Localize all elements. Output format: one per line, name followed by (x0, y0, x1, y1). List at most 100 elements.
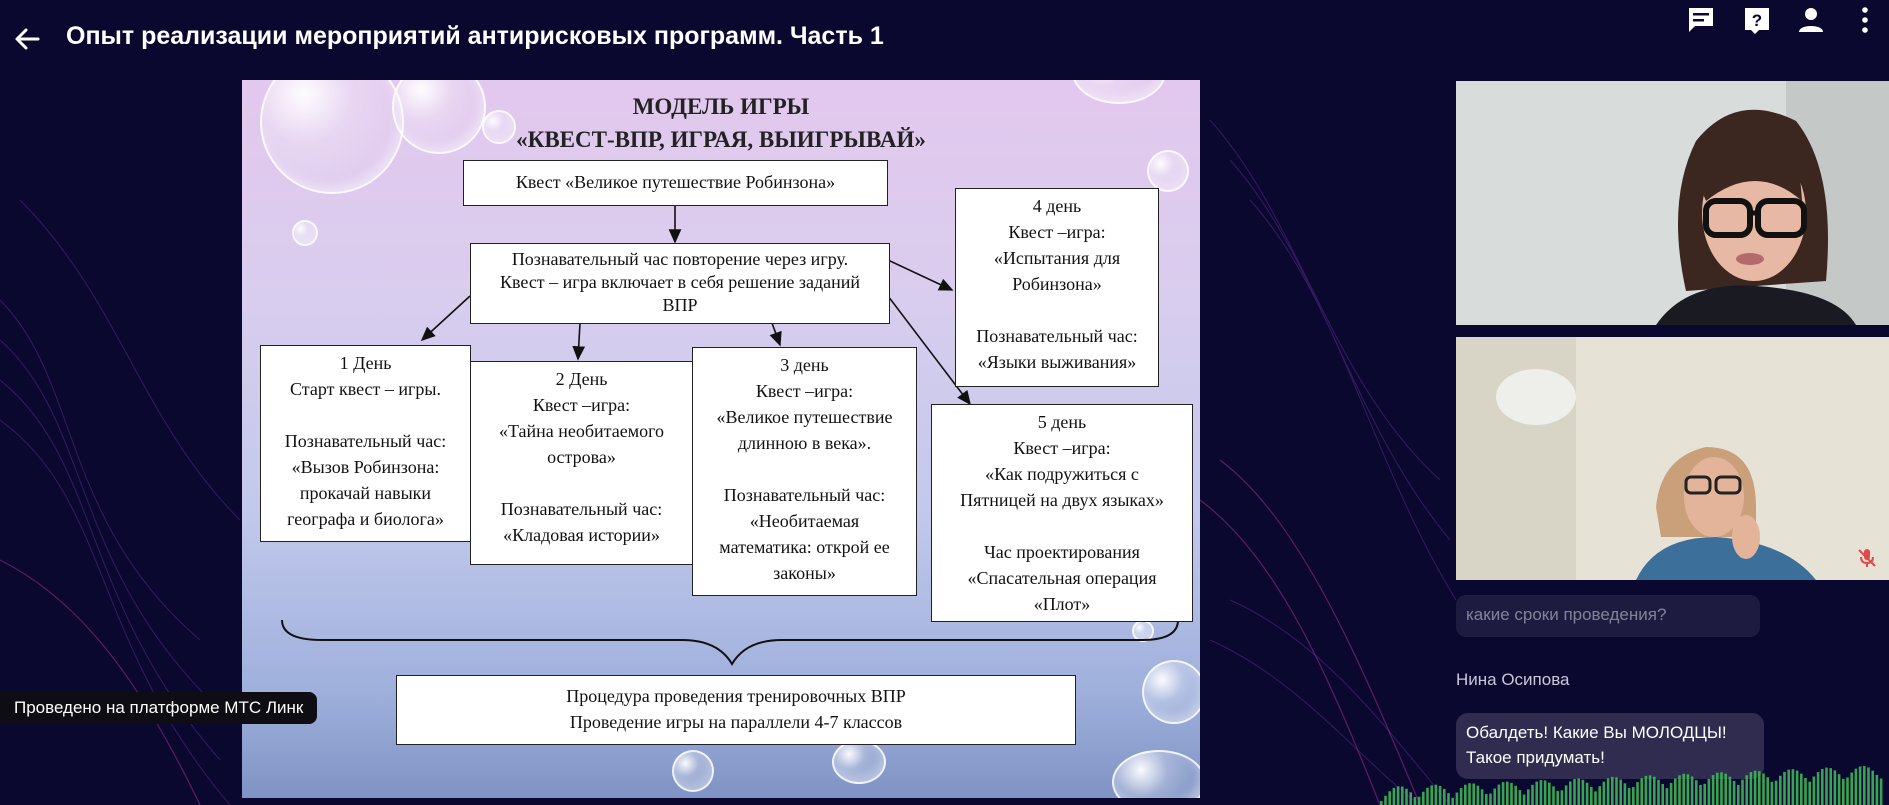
decorative-bubble (482, 110, 516, 144)
decorative-bubble (260, 80, 404, 194)
visualizer-bar (1556, 790, 1559, 805)
visualizer-bar (1501, 782, 1505, 805)
visualizer-bar (1422, 791, 1425, 805)
page-title: Опыт реализации мероприятий антирисковых… (66, 22, 884, 50)
visualizer-bar (1401, 786, 1404, 805)
slide-title-line1: МОДЕЛЬ ИГРЫ (632, 94, 810, 119)
visualizer-bar (1821, 768, 1824, 805)
visualizer-bar (1800, 773, 1803, 805)
visualizer-bar (1783, 771, 1786, 805)
visualizer-bar (1724, 773, 1727, 805)
visualizer-bar (1459, 788, 1463, 805)
visualizer-bar (1678, 775, 1681, 805)
visualizer-bar (1581, 779, 1585, 805)
visualizer-bar (1854, 768, 1858, 805)
visualizer-bar (1732, 780, 1736, 805)
quest-title-box: Квест «Великое путешествие Робинзона» (463, 160, 888, 206)
chat-message-line1: Обалдеть! Какие Вы МОЛОДЦЫ! (1466, 723, 1727, 742)
visualizer-bar (1485, 793, 1488, 805)
visualizer-bar (1632, 787, 1635, 805)
procedure-box: Процедура проведения тренировочных ВПР П… (396, 675, 1076, 745)
slide-title-line2: «КВЕСТ-ВПР, ИГРАЯ, ВЫИГРЫВАЙ» (516, 127, 926, 152)
visualizer-bar (1795, 770, 1799, 805)
visualizer-bar (1627, 787, 1631, 805)
visualizer-bar (1640, 778, 1643, 805)
visualizer-bar (1598, 786, 1601, 805)
visualizer-bar (1564, 785, 1568, 805)
visualizer-bar (1837, 774, 1841, 805)
participant-2-avatar (1456, 337, 1889, 580)
faded-chat-message (1456, 595, 1760, 637)
visualizer-bar (1380, 801, 1383, 805)
visualizer-bar (1669, 782, 1673, 805)
visualizer-bar (1611, 776, 1614, 805)
visualizer-bar (1716, 772, 1719, 805)
visualizer-bar (1858, 766, 1862, 805)
visualizer-bar (1392, 787, 1396, 805)
visualizer-bar (1657, 779, 1660, 805)
visualizer-bar (1573, 779, 1576, 805)
visualizer-bar (1535, 781, 1538, 805)
visualizer-bar (1762, 773, 1765, 805)
visualizer-bar (1543, 780, 1547, 805)
visualizer-bar (1644, 775, 1648, 805)
visualizer-bar (1388, 791, 1391, 805)
visualizer-bar (1737, 784, 1740, 805)
visualizer-bar (1585, 782, 1589, 805)
visualizer-bar (1405, 788, 1408, 805)
svg-text:?: ? (1752, 11, 1762, 30)
visualizer-bar (1653, 776, 1656, 805)
visualizer-bar (1489, 793, 1492, 805)
visualizer-bar (1879, 778, 1883, 805)
visualizer-bar (1514, 785, 1517, 805)
visualizer-bar (1833, 770, 1837, 805)
visualizer-bar (1871, 770, 1874, 805)
visualizer-bar (1745, 775, 1748, 805)
visualizer-bar (1674, 778, 1677, 805)
platform-badge: Проведено на платформе МТС Линк (0, 692, 318, 724)
cognitive-hour-box: Познавательный час повторение через игру… (470, 243, 890, 324)
decorative-bubble (832, 740, 886, 784)
visualizer-bar (1703, 783, 1706, 805)
visualizer-bar (1758, 771, 1761, 805)
top-bar: Опыт реализации мероприятий антирисковых… (0, 0, 1889, 78)
decorative-bubble (292, 220, 318, 246)
visualizer-bar (1451, 797, 1454, 805)
visualizer-bar (1791, 769, 1795, 805)
decorative-bubble (1142, 660, 1200, 724)
visualizer-bar (1552, 786, 1555, 805)
arrow-back-icon[interactable] (10, 22, 44, 56)
chat-icon[interactable] (1681, 0, 1721, 40)
visualizer-bar (1875, 774, 1879, 805)
visualizer-bar (1619, 779, 1622, 805)
visualizer-bar (1753, 770, 1757, 805)
visualizer-bar (1804, 777, 1807, 805)
visualizer-bar (1842, 778, 1845, 805)
visualizer-bar (1590, 787, 1593, 805)
chat-message-line2: Такое придумать! (1466, 748, 1605, 767)
visualizer-bar (1766, 777, 1769, 805)
visualizer-bar (1417, 796, 1421, 805)
visualizer-bar (1816, 772, 1820, 805)
visualizer-bar (1787, 769, 1790, 805)
visualizer-bar (1560, 790, 1564, 805)
visualizer-bar (1438, 785, 1442, 805)
visualizer-bar (1455, 792, 1459, 805)
visualizer-bar (1682, 773, 1685, 805)
visualizer-bar (1480, 789, 1484, 805)
visualizer-bar (1741, 779, 1744, 805)
decorative-bubble (1147, 150, 1189, 192)
visualizer-bar (1497, 784, 1501, 805)
visualizer-bar (1396, 786, 1400, 805)
participant-video-1[interactable] (1456, 81, 1889, 325)
person-icon[interactable] (1791, 0, 1831, 40)
help-icon[interactable]: ? (1737, 0, 1777, 40)
visualizer-bar (1863, 766, 1866, 805)
visualizer-bar (1527, 789, 1530, 805)
participant-1-avatar (1456, 81, 1889, 325)
visualizer-bar (1695, 780, 1698, 805)
more-vert-icon[interactable] (1845, 0, 1885, 40)
participant-video-2[interactable] (1456, 337, 1889, 580)
